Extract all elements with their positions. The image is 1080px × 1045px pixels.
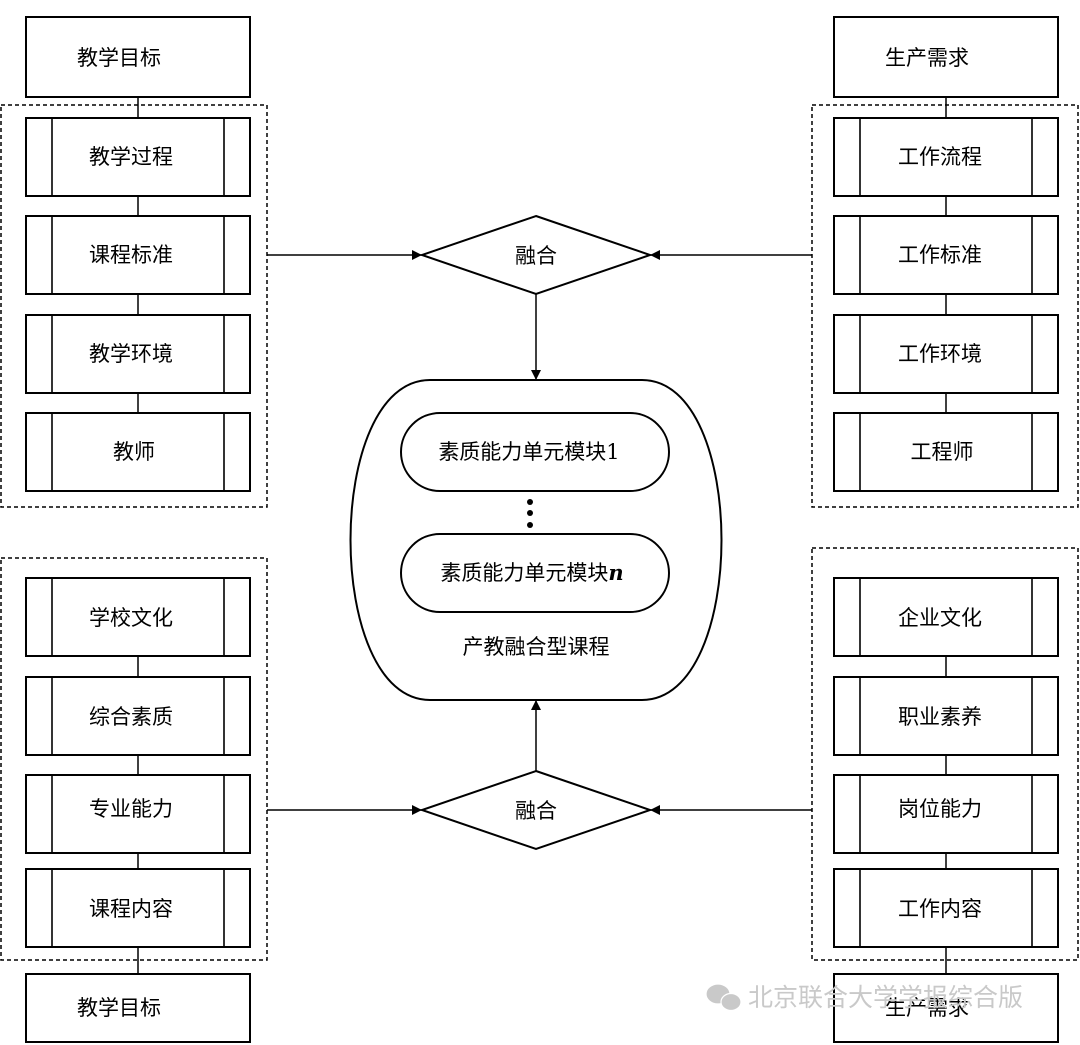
fusion-top-label: 融合 [515,244,557,268]
fusion-bottom-label: 融合 [515,799,557,823]
process-box-label: 教学环境 [89,342,173,366]
course-caption: 产教融合型课程 [463,635,610,659]
process-box-teaching-process: 教学过程 [25,117,251,197]
fusion-diamond-top: 融合 [418,214,654,296]
left-bottom-footer-label: 教学目标 [77,996,161,1020]
right-bottom-footer-box: 生产需求 [833,973,1059,1043]
module-last-label: 素质能力单元模块n [440,560,623,585]
process-box-label: 工作环境 [898,342,982,366]
group-frame-left-top [0,104,268,508]
module-pill-first: 素质能力单元模块1 [400,412,670,492]
process-box-label: 工程师 [911,440,974,464]
process-box-label: 企业文化 [898,606,982,630]
ellipsis-dots [527,499,533,528]
process-box-work-content: 工作内容 [833,868,1059,948]
process-box-label: 课程内容 [89,897,173,921]
watermark: 北京联合大学学报综合版 [705,983,1023,1012]
process-box-label: 职业素养 [898,705,982,729]
watermark-text: 北京联合大学学报综合版 [748,983,1023,1012]
process-box-label: 教师 [113,440,155,464]
process-box-label: 岗位能力 [898,797,982,821]
module-first-label: 素质能力单元模块1 [438,440,619,464]
left-top-header-label: 教学目标 [77,46,161,70]
group-frame-right-bottom [811,547,1079,961]
process-box-label: 学校文化 [89,606,173,630]
process-box-label: 工作标准 [898,243,982,267]
right-top-header-label: 生产需求 [885,46,969,70]
process-box-enterprise-culture: 企业文化 [833,577,1059,657]
process-box-professional-literacy: 职业素养 [833,676,1059,756]
module-pill-last: 素质能力单元模块n [400,533,670,613]
process-box-label: 工作内容 [898,897,982,921]
process-box-teacher: 教师 [25,412,251,492]
process-box-course-content: 课程内容 [25,868,251,948]
process-box-work-flow: 工作流程 [833,117,1059,197]
right-bottom-footer-label: 生产需求 [885,996,969,1020]
right-top-header-box: 生产需求 [833,16,1059,98]
process-box-work-standard: 工作标准 [833,215,1059,295]
process-box-course-standard: 课程标准 [25,215,251,295]
process-box-label: 专业能力 [89,797,173,821]
process-box-label: 工作流程 [898,145,982,169]
process-box-school-culture: 学校文化 [25,577,251,657]
process-box-label: 教学过程 [89,145,173,169]
process-box-post-ability: 岗位能力 [833,774,1059,854]
group-frame-right-top [811,104,1079,508]
left-top-header-box: 教学目标 [25,16,251,98]
fusion-diamond-bottom: 融合 [418,769,654,851]
process-box-professional-ability: 专业能力 [25,774,251,854]
process-box-comprehensive-quality: 综合素质 [25,676,251,756]
process-box-teaching-environment: 教学环境 [25,314,251,394]
process-box-label: 课程标准 [89,243,173,267]
wechat-icon [705,983,742,1012]
left-bottom-footer-box: 教学目标 [25,973,251,1043]
process-box-work-environment: 工作环境 [833,314,1059,394]
process-box-label: 综合素质 [89,705,173,729]
group-frame-left-bottom [0,557,268,961]
process-box-engineer: 工程师 [833,412,1059,492]
integrated-course-shape: 素质能力单元模块1 素质能力单元模块n 产教融合型课程 [349,379,723,701]
